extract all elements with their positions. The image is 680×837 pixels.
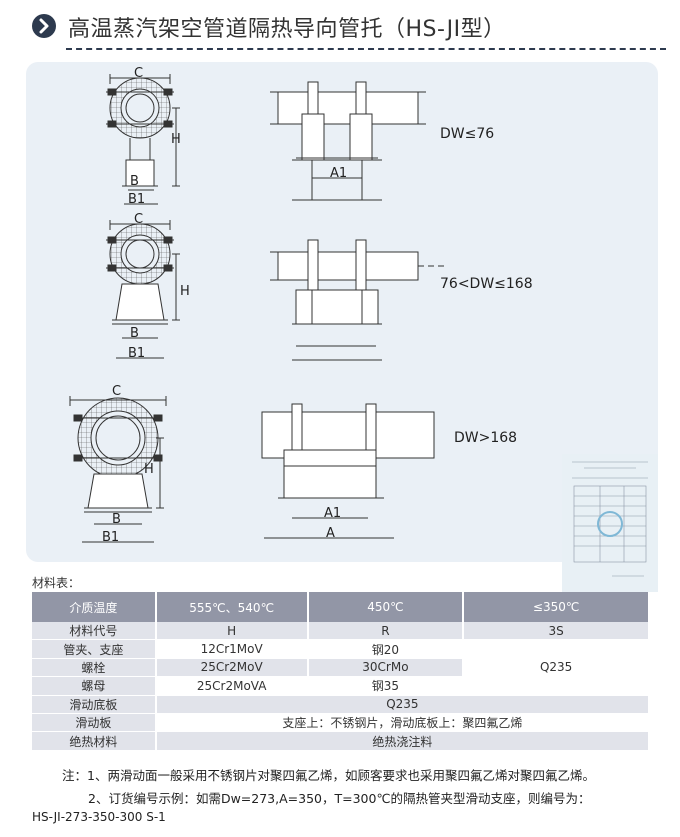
range-label-3: DW>168 — [454, 430, 518, 446]
clamp-side-view-3 — [69, 396, 167, 543]
dim-b-3: B — [112, 512, 121, 527]
row-name: 螺母 — [32, 676, 157, 696]
page-title: 高温蒸汽架空管道隔热导向管托（HS-JI型） — [68, 17, 506, 42]
cell: 钢20 — [307, 639, 465, 659]
chevron-right-icon — [32, 14, 56, 38]
row-name: 管夹、支座 — [32, 639, 157, 659]
row-name: 绝热材料 — [32, 731, 157, 751]
table-row: 管夹、支座 12Cr1MoV 钢20 Q235 — [32, 639, 650, 696]
dim-a-3: A — [326, 526, 335, 541]
drawing-panel: C H B B1 A1 DW≤76 C H B B1 76<DW≤168 C H… — [26, 62, 658, 592]
note-1: 注：1、两滑动面一般采用不锈钢片对聚四氟乙烯，如顾客要求也采用聚四氟乙烯对聚四氟… — [62, 768, 595, 783]
clamp-side-view-2 — [106, 220, 180, 359]
clamp-side-view-1 — [106, 74, 180, 205]
row-name: 螺栓 — [32, 658, 157, 678]
header-temp-450: 450℃ — [307, 592, 465, 622]
clamp-front-view-2 — [270, 239, 446, 361]
certificate-image — [562, 454, 658, 592]
row-name: 材料代号 — [32, 622, 157, 641]
page-header: 高温蒸汽架空管道隔热导向管托（HS-JI型） — [0, 0, 680, 52]
dim-b-1: B — [130, 174, 139, 189]
materials-table: 介质温度 555℃、540℃ 450℃ ≤350℃ 材料代号 H R 3S 管夹… — [32, 592, 651, 751]
clamp-front-view-1 — [270, 81, 426, 201]
table-row: 材料代号 H R 3S — [32, 622, 650, 641]
row-name: 滑动底板 — [32, 695, 157, 714]
table-row: 绝热材料 绝热浇注料 — [32, 731, 651, 751]
materials-caption: 材料表： — [32, 576, 81, 590]
cell: 25Cr2MoVA — [155, 676, 309, 696]
table-row: 滑动底板 Q235 — [32, 695, 651, 714]
clamp-front-view-3 — [261, 403, 435, 539]
cell: 30CrMo — [307, 658, 465, 678]
dim-a1-1: A1 — [330, 166, 348, 181]
cell: 绝热浇注料 — [155, 731, 651, 751]
cell: Q235 — [155, 695, 651, 714]
cell-merged-3s: Q235 — [463, 639, 650, 696]
range-label-2: 76<DW≤168 — [440, 276, 533, 292]
order-code-example: HS-JI-273-350-300 S-1 — [32, 810, 166, 824]
cell: 3S — [463, 622, 650, 641]
note-2: 2、订货编号示例：如需Dw=273,A=350，T=300℃的隔热管夹型滑动支座… — [88, 791, 591, 806]
dim-c-2: C — [134, 212, 144, 227]
table-row: 滑动板 支座上：不锈钢片，滑动底板上：聚四氟乙烯 — [32, 713, 651, 733]
header-temp-555: 555℃、540℃ — [155, 592, 309, 622]
table-row: 螺母 25Cr2MoVA 钢35 — [32, 676, 649, 696]
dim-h-1: H — [171, 132, 181, 147]
dim-b1-1: B1 — [128, 192, 146, 207]
dim-a1-3: A1 — [324, 506, 342, 521]
notes: 注：1、两滑动面一般采用不锈钢片对聚四氟乙烯，如顾客要求也采用聚四氟乙烯对聚四氟… — [62, 764, 595, 810]
dim-b1-3: B1 — [102, 530, 120, 545]
header-temp-350: ≤350℃ — [463, 592, 650, 622]
dim-c-3: C — [112, 384, 122, 399]
table-header-row: 介质温度 555℃、540℃ 450℃ ≤350℃ — [32, 592, 650, 622]
cell: 25Cr2MoV — [155, 658, 309, 678]
dim-c-1: C — [134, 66, 144, 81]
header-divider — [66, 48, 666, 50]
dim-h-2: H — [180, 284, 190, 299]
row-name: 滑动板 — [32, 713, 157, 733]
cell: H — [155, 622, 309, 641]
cell: 支座上：不锈钢片，滑动底板上：聚四氟乙烯 — [155, 713, 651, 733]
header-medium-temp: 介质温度 — [32, 592, 157, 622]
dim-b-2: B — [130, 326, 139, 341]
technical-drawing — [69, 74, 446, 543]
cell: R — [307, 622, 465, 641]
range-label-1: DW≤76 — [440, 126, 495, 142]
table-row: 螺栓 25Cr2MoV 30CrMo — [32, 658, 649, 678]
cell: 12Cr1MoV — [155, 639, 309, 659]
dim-h-3: H — [144, 462, 154, 477]
cell: 钢35 — [307, 676, 465, 696]
dim-b1-2: B1 — [128, 346, 146, 361]
